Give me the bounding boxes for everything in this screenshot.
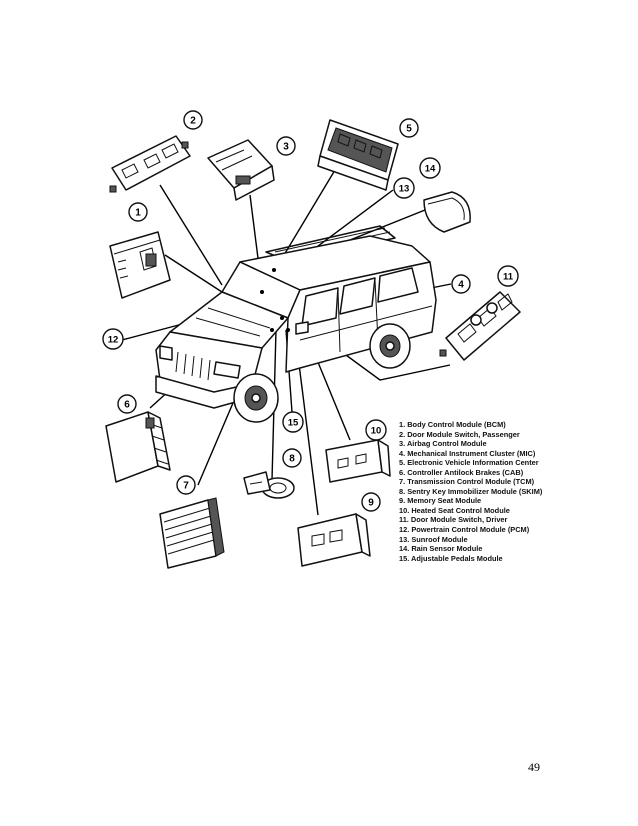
callout-9: 9 — [361, 492, 381, 512]
callout-label-3: 3 — [283, 142, 289, 153]
callout-7: 7 — [176, 475, 196, 495]
legend-item-3: 3. Airbag Control Module — [399, 439, 487, 449]
page-number: 49 — [528, 760, 540, 774]
legend-item-12: 12. Powertrain Control Module (PCM) — [399, 525, 530, 535]
module-9-memory-seat — [297, 513, 371, 567]
callout-8: 8 — [282, 448, 302, 468]
module-7-transmission-control-module — [159, 497, 225, 569]
callout-6: 6 — [117, 394, 137, 414]
module-10-heated-seat-control — [325, 439, 391, 483]
callout-label-8: 8 — [289, 454, 295, 465]
module-legend: 1. Body Control Module (BCM) 2. Door Mod… — [399, 420, 542, 563]
legend-item-11: 11. Door Module Switch, Driver — [399, 515, 508, 525]
legend-item-8: 8. Sentry Key Immobilizer Module (SKIM) — [399, 486, 543, 496]
callout-label-4: 4 — [458, 280, 464, 291]
legend-item-14: 14. Rain Sensor Module — [399, 544, 483, 554]
legend-item-5: 5. Electronic Vehicle Information Center — [399, 458, 539, 468]
leader-line-2 — [159, 184, 223, 286]
legend-item-6: 6. Controller Antilock Brakes (CAB) — [399, 467, 524, 477]
legend-item-13: 13. Sunroof Module — [399, 534, 468, 544]
callout-label-10: 10 — [371, 426, 382, 437]
callout-label-1: 1 — [135, 208, 141, 219]
module-14-rain-sensor — [423, 191, 471, 233]
callout-13: 13 — [393, 177, 415, 199]
module-3-airbag-control-module — [207, 139, 275, 201]
module-11-door-switch-driver — [439, 291, 521, 361]
module-6-antilock-brakes-controller — [105, 411, 171, 483]
module-2-door-switch-passenger — [109, 135, 191, 193]
legend-item-1: 1. Body Control Module (BCM) — [399, 420, 506, 429]
module-8-skim — [243, 471, 295, 499]
callout-2: 2 — [183, 110, 203, 130]
callout-4: 4 — [451, 274, 471, 294]
legend-item-10: 10. Heated Seat Control Module — [399, 505, 510, 515]
legend-item-9: 9. Memory Seat Module — [399, 496, 482, 506]
callout-12: 12 — [102, 328, 124, 350]
callout-label-5: 5 — [406, 124, 412, 135]
legend-item-4: 4. Mechanical Instrument Cluster (MIC) — [399, 448, 536, 458]
vehicle-illustration — [155, 225, 437, 423]
callout-label-2: 2 — [190, 116, 196, 127]
callout-label-7: 7 — [183, 481, 189, 492]
callout-15: 15 — [282, 411, 304, 433]
leader-line-1 — [164, 254, 223, 293]
callout-10: 10 — [365, 419, 387, 441]
module-5-evic — [317, 119, 399, 191]
legend-item-2: 2. Door Module Switch, Passenger — [399, 429, 520, 439]
legend-item-7: 7. Transmission Control Module (TCM) — [399, 477, 535, 487]
legend-item-15: 15. Adjustable Pedals Module — [399, 553, 503, 563]
callout-14: 14 — [419, 157, 441, 179]
callout-label-11: 11 — [503, 272, 514, 283]
callout-label-13: 13 — [399, 184, 410, 195]
callout-11: 11 — [497, 265, 519, 287]
callout-3: 3 — [276, 136, 296, 156]
module-1-body-control-module — [109, 231, 171, 299]
callout-label-15: 15 — [288, 418, 299, 429]
callout-5: 5 — [399, 118, 419, 138]
callout-label-6: 6 — [124, 400, 130, 411]
callout-1: 1 — [128, 202, 148, 222]
callout-label-14: 14 — [425, 164, 436, 175]
callout-label-9: 9 — [368, 498, 374, 509]
callout-label-12: 12 — [108, 335, 119, 346]
leader-line-9 — [295, 339, 319, 516]
